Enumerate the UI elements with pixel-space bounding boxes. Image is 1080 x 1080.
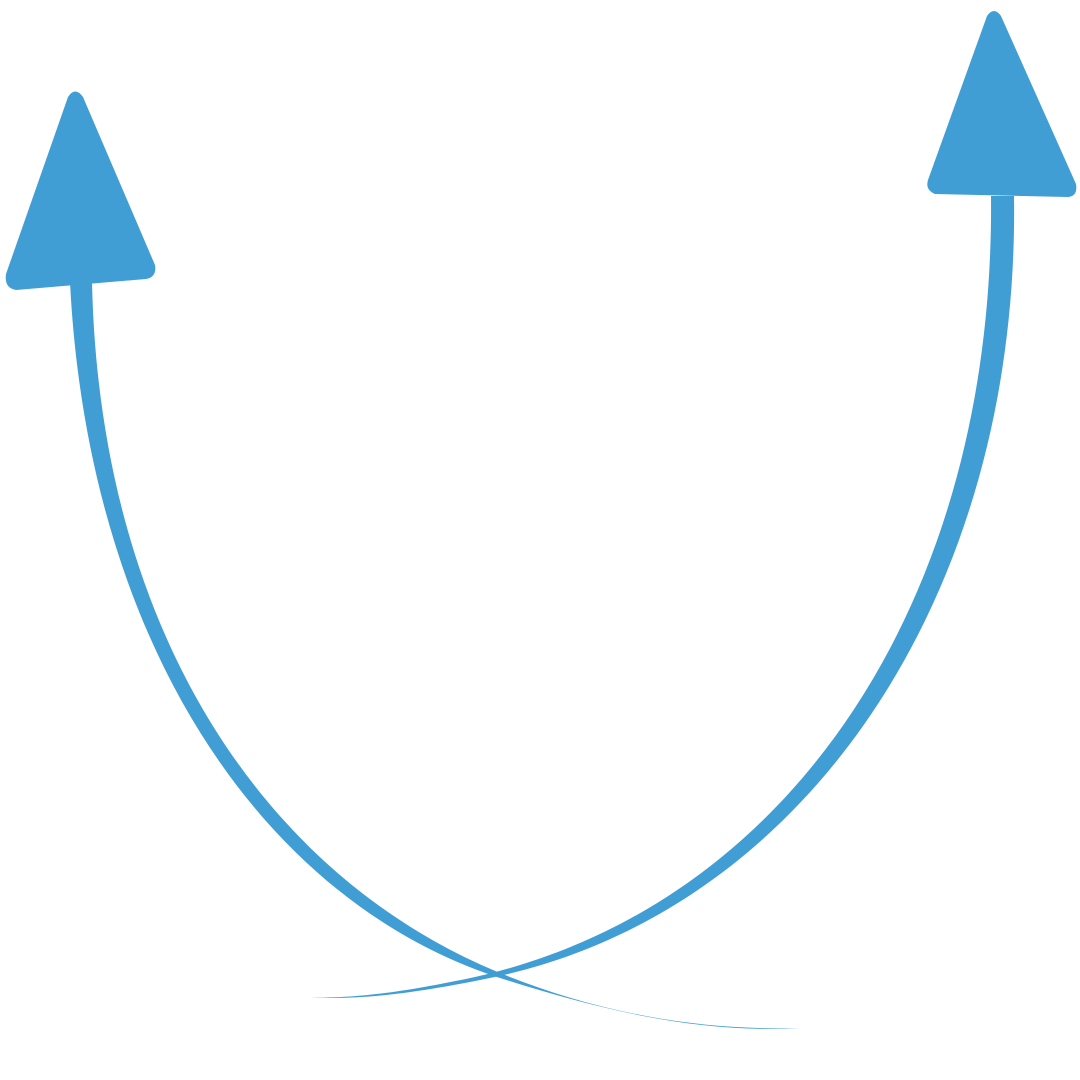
arrows-group	[5, 11, 1077, 1029]
left-arrowhead-icon	[5, 91, 156, 290]
right-arrowhead-icon	[927, 11, 1077, 197]
right-arrow-shaft	[310, 196, 1015, 998]
left-arrow-shaft	[70, 282, 800, 1029]
